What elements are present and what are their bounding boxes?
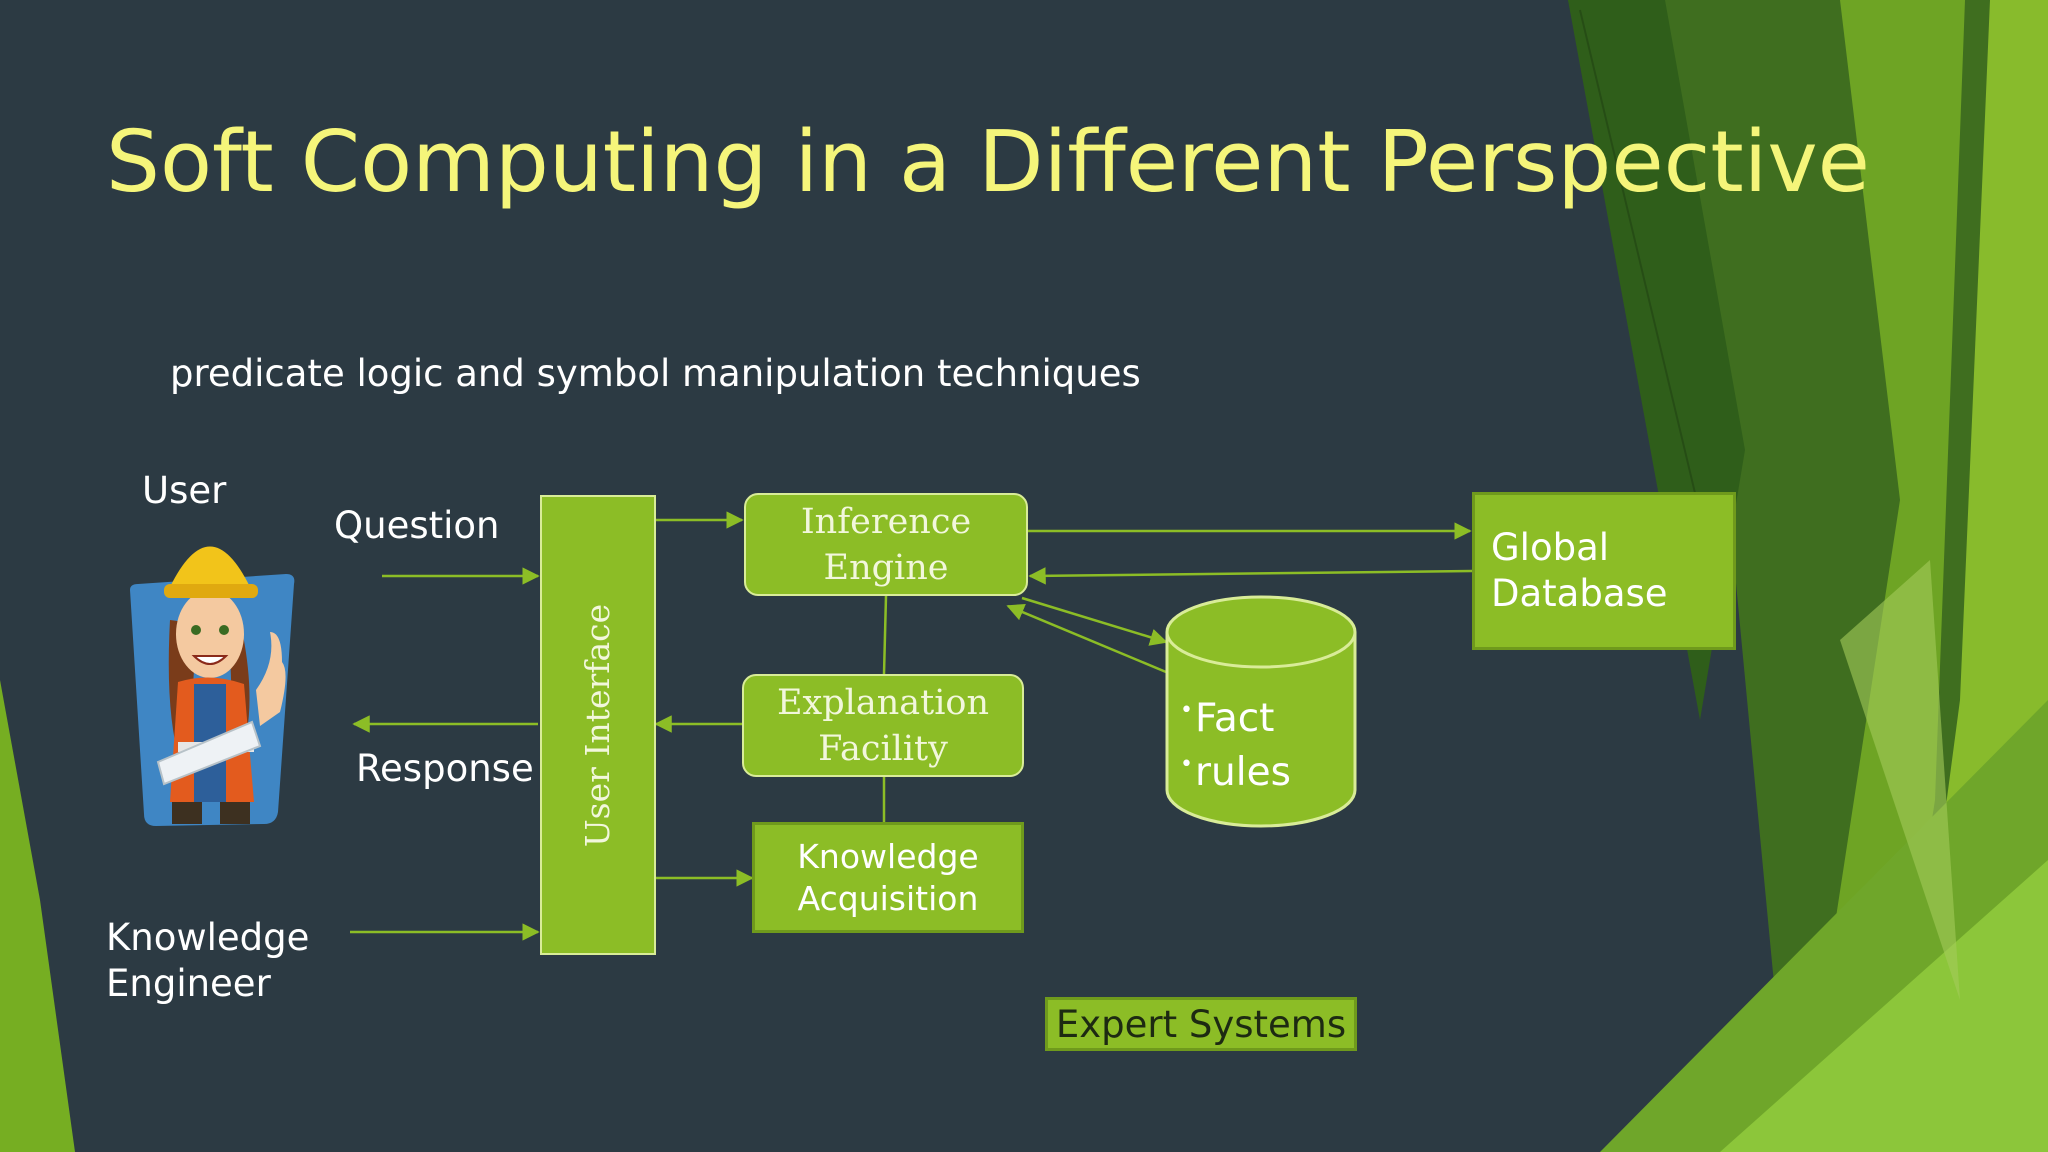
- inference-explanation-link: [882, 595, 888, 675]
- explanation-line2: Facility: [818, 728, 948, 769]
- kb-to-inference-arrow: [1006, 603, 1167, 674]
- explanation-line1: Explanation: [776, 682, 990, 723]
- response-label: Response: [356, 747, 534, 790]
- user-interface-box: User Interface: [540, 495, 656, 955]
- construction-worker-avatar-icon: [130, 546, 295, 826]
- explanation-facility-box: Explanation Facility: [742, 674, 1024, 777]
- kb-item-rules: rules: [1180, 742, 1291, 796]
- knowledge-engineer-label: Knowledge Engineer: [106, 915, 309, 1007]
- inference-to-kb-arrow: [1021, 596, 1168, 646]
- slide-subtitle: predicate logic and symbol manipulation …: [170, 352, 1141, 395]
- knowledge-acquisition-line1: Knowledge: [797, 836, 979, 876]
- inference-engine-line2: Engine: [823, 547, 949, 588]
- inference-engine-line1: Inference: [800, 501, 972, 542]
- user-label: User: [142, 469, 227, 512]
- db-to-inference-arrow: [1028, 567, 1473, 585]
- knowledge-engineer-line1: Knowledge: [106, 916, 310, 959]
- knowledge-engineer-line2: Engineer: [106, 962, 271, 1005]
- slide-title: Soft Computing in a Different Perspectiv…: [106, 113, 1870, 212]
- user-interface-label: User Interface: [578, 603, 618, 847]
- global-database-box: Global Database: [1472, 492, 1736, 650]
- global-db-line1: Global: [1491, 526, 1610, 569]
- kb-item-fact: Fact: [1180, 688, 1291, 742]
- expert-systems-caption: Expert Systems: [1045, 997, 1357, 1051]
- inference-engine-box: Inference Engine: [744, 493, 1028, 596]
- global-db-line2: Database: [1491, 572, 1668, 615]
- knowledge-acquisition-line2: Acquisition: [797, 878, 979, 918]
- question-label: Question: [334, 504, 500, 547]
- knowledge-acquisition-box: Knowledge Acquisition: [752, 822, 1024, 933]
- knowledge-base-items: Fact rules: [1180, 688, 1291, 796]
